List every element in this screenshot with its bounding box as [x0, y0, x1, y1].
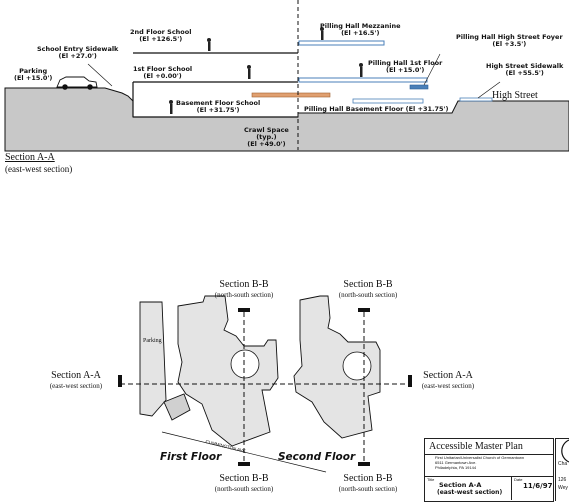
- section-aa-sub-east: (east-west section): [421, 382, 475, 390]
- label-elevation: (El +31.75'): [196, 105, 240, 114]
- foyer-slab: [409, 84, 429, 90]
- label-text: Basement Floor School: [176, 99, 261, 107]
- title-block: Accessible Master Plan First Unitarian/U…: [424, 438, 554, 502]
- title-block-side-2: 126: [558, 477, 567, 483]
- section-bb-label-bottom-right: Section B-B: [343, 473, 393, 484]
- label-text: High Street Sidewalk: [486, 62, 564, 70]
- label-sub: (typ.): [256, 132, 277, 141]
- label-pilling-hall-basement: Pilling Hall Basement Floor (El +31.75'): [304, 106, 449, 113]
- section-bb-marker-right-top: [358, 308, 370, 312]
- label-elevation: (El +126.5'): [139, 34, 183, 43]
- label-elevation: (El +15.0'): [14, 73, 53, 82]
- label-text: School Entry Sidewalk: [37, 45, 119, 53]
- label-elevation: (El +49.0'): [247, 139, 286, 148]
- label-elevation: (El +27.0'): [58, 51, 97, 60]
- label-school-entry-sidewalk: School Entry Sidewalk (El +27.0'): [37, 46, 118, 60]
- section-aa-subtitle: (east-west section): [5, 164, 73, 174]
- label-pilling-hall-1st-floor: Pilling Hall 1st Floor (El +15.0'): [368, 60, 442, 74]
- section-aa-sub-west: (east-west section): [49, 382, 103, 390]
- label-text: 2nd Floor School: [130, 28, 192, 36]
- label-high-street-sidewalk: High Street Sidewalk (El +55.5'): [486, 63, 563, 77]
- label-crawl-space: Crawl Space (typ.) (El +49.0'): [244, 127, 289, 147]
- section-aa-marker-east: [408, 375, 412, 387]
- section-bb-sub-bottom-left: (north-south section): [214, 485, 274, 493]
- first-floor-label: First Floor: [160, 451, 222, 463]
- person-figure-mezzanine: [320, 27, 324, 40]
- label-text: Pilling Hall Basement Floor (El +31.75'): [304, 105, 449, 113]
- section-bb-marker-left-top: [238, 308, 250, 312]
- first-floor-plan: [177, 295, 279, 447]
- foyer-leader: [423, 53, 441, 86]
- label-elevation: (El +16.5'): [341, 28, 380, 37]
- label-elevation: (El +55.5'): [505, 68, 544, 77]
- title-block-logo-arc: [561, 439, 569, 463]
- sidewalk-leader: [477, 81, 501, 99]
- section-bb-sub-top-right: (north-south section): [338, 291, 398, 299]
- label-text: 1st Floor School: [133, 65, 193, 73]
- section-aa-label-west: Section A-A: [51, 370, 101, 381]
- person-figure-pilling: [359, 63, 363, 77]
- label-elevation: (El +0.00'): [143, 71, 182, 80]
- pilling-basement-slab: [352, 98, 424, 104]
- section-bb-sub-bottom-right: (north-south section): [338, 485, 398, 493]
- section-bb-marker-left-bottom: [238, 462, 250, 466]
- second-floor-sanctuary-apse: [342, 351, 372, 381]
- section-bb-label-top-left: Section B-B: [219, 279, 269, 290]
- title-block-date-label: Date: [514, 477, 523, 482]
- pilling-floor-slab: [298, 77, 428, 83]
- title-block-divider-2: [425, 476, 553, 477]
- first-floor-sanctuary-apse: [230, 349, 260, 379]
- second-floor-plan: [293, 295, 381, 439]
- title-block-drawing-label: Title: [427, 477, 435, 482]
- pilling-mezzanine-slab: [298, 40, 385, 46]
- label-pilling-hall-mezzanine: Pilling Hall Mezzanine (El +16.5'): [320, 23, 401, 37]
- section-aa-title: Section A-A: [5, 152, 55, 163]
- label-text: Pilling Hall 1st Floor: [368, 59, 443, 67]
- title-block-date-value: 11/6/97: [523, 482, 553, 490]
- parking-label: Parking: [143, 338, 162, 344]
- title-block-side-panel: Cha 126 Wey: [555, 438, 569, 501]
- label-1st-floor-school: 1st Floor School (El +0.00'): [133, 66, 192, 80]
- label-text: Pilling Hall Mezzanine: [320, 22, 401, 30]
- label-elevation: (El +15.0'): [385, 65, 425, 74]
- title-block-org-2: 6511 Germantown Ave.: [435, 460, 477, 465]
- high-sidewalk-slab: [459, 97, 493, 102]
- label-2nd-floor-school: 2nd Floor School (El +126.5'): [130, 29, 191, 43]
- first-floor-annex: [163, 393, 191, 421]
- label-high-street: High Street: [492, 90, 538, 101]
- section-bb-marker-right-bottom: [358, 462, 370, 466]
- title-block-heading: Accessible Master Plan: [429, 441, 523, 452]
- person-figure-floor2: [207, 38, 211, 51]
- label-elevation: (El +3.5'): [492, 39, 527, 48]
- label-high-street-foyer: Pilling Hall High Street Foyer (El +3.5'…: [456, 34, 563, 48]
- title-block-drawing-sub: (east-west section): [437, 489, 503, 496]
- label-text: Pilling Hall High Street Foyer: [456, 33, 563, 41]
- title-block-drawing-name: Section A-A: [439, 481, 482, 489]
- crawl-space-slab: [251, 92, 331, 98]
- section-aa-label-east: Section A-A: [423, 370, 473, 381]
- title-block-side-3: Wey: [558, 485, 568, 491]
- section-bb-sub-top-left: (north-south section): [214, 291, 274, 299]
- title-block-divider: [425, 454, 553, 455]
- title-block-org-3: Philadelphia, PA 19144: [435, 465, 477, 470]
- second-floor-label: Second Floor: [278, 451, 356, 463]
- person-figure-basement: [169, 100, 173, 114]
- label-text: Parking: [19, 67, 48, 75]
- person-figure-floor1: [247, 65, 251, 79]
- parking-strip: [139, 301, 167, 417]
- label-parking: Parking (El +15.0'): [14, 68, 52, 82]
- section-bb-label-bottom-left: Section B-B: [219, 473, 269, 484]
- title-block-side-1: Cha: [558, 461, 568, 467]
- title-block-org-1: First Unitarian/Universalist Church of G…: [435, 455, 525, 460]
- section-aa-marker-west: [118, 375, 122, 387]
- entry-leader: [87, 63, 113, 87]
- title-block-divider-3: [511, 476, 512, 500]
- car-drawing: [56, 76, 98, 90]
- section-bb-label-top-right: Section B-B: [343, 279, 393, 290]
- label-basement-floor-school: Basement Floor School (El +31.75'): [176, 100, 260, 114]
- label-text: Crawl Space: [244, 126, 289, 134]
